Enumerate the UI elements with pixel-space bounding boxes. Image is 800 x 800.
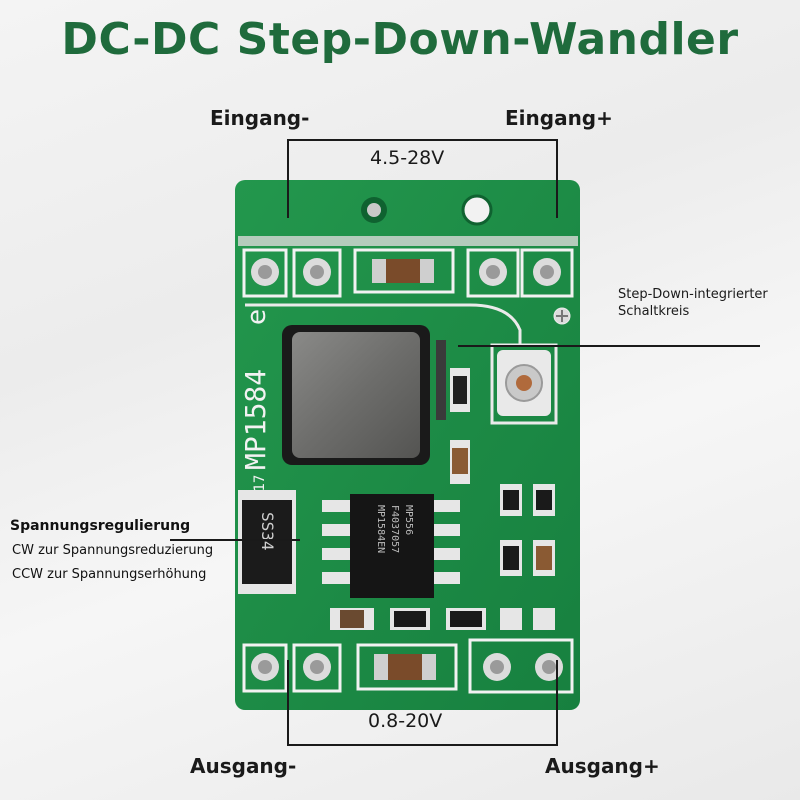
ic-note-line1: Step-Down-integrierter	[618, 287, 768, 302]
ic-chip: MP1584EN F4037057 MP556	[322, 494, 460, 598]
svg-text:MP1584EN: MP1584EN	[375, 505, 386, 553]
svg-text:e: e	[242, 309, 272, 325]
annotation-lines	[170, 139, 760, 746]
input-minus-label: Eingang-	[210, 106, 310, 130]
output-minus-label: Ausgang-	[190, 754, 297, 778]
svg-text:MP556: MP556	[403, 505, 414, 535]
page-title: DC-DC Step-Down-Wandler	[61, 14, 739, 65]
svg-text:F4037057: F4037057	[389, 505, 400, 553]
inductor	[292, 332, 420, 458]
output-plus-label: Ausgang+	[545, 754, 660, 778]
input-voltage-range: 4.5-28V	[370, 147, 445, 169]
ic-note-line2: Schaltkreis	[618, 304, 690, 319]
adjustment-title: Spannungsregulierung	[10, 518, 191, 534]
output-voltage-range: 0.8-20V	[368, 710, 443, 732]
input-pads	[242, 248, 574, 298]
input-plus-label: Eingang+	[505, 106, 613, 130]
adjustment-ccw: CCW zur Spannungserhöhung	[12, 567, 207, 582]
svg-text:SS34: SS34	[258, 512, 277, 551]
diode	[242, 500, 292, 584]
adjustment-cw: CW zur Spannungsreduzierung	[12, 543, 214, 558]
pcb-model-marking: MP1584	[239, 369, 272, 470]
